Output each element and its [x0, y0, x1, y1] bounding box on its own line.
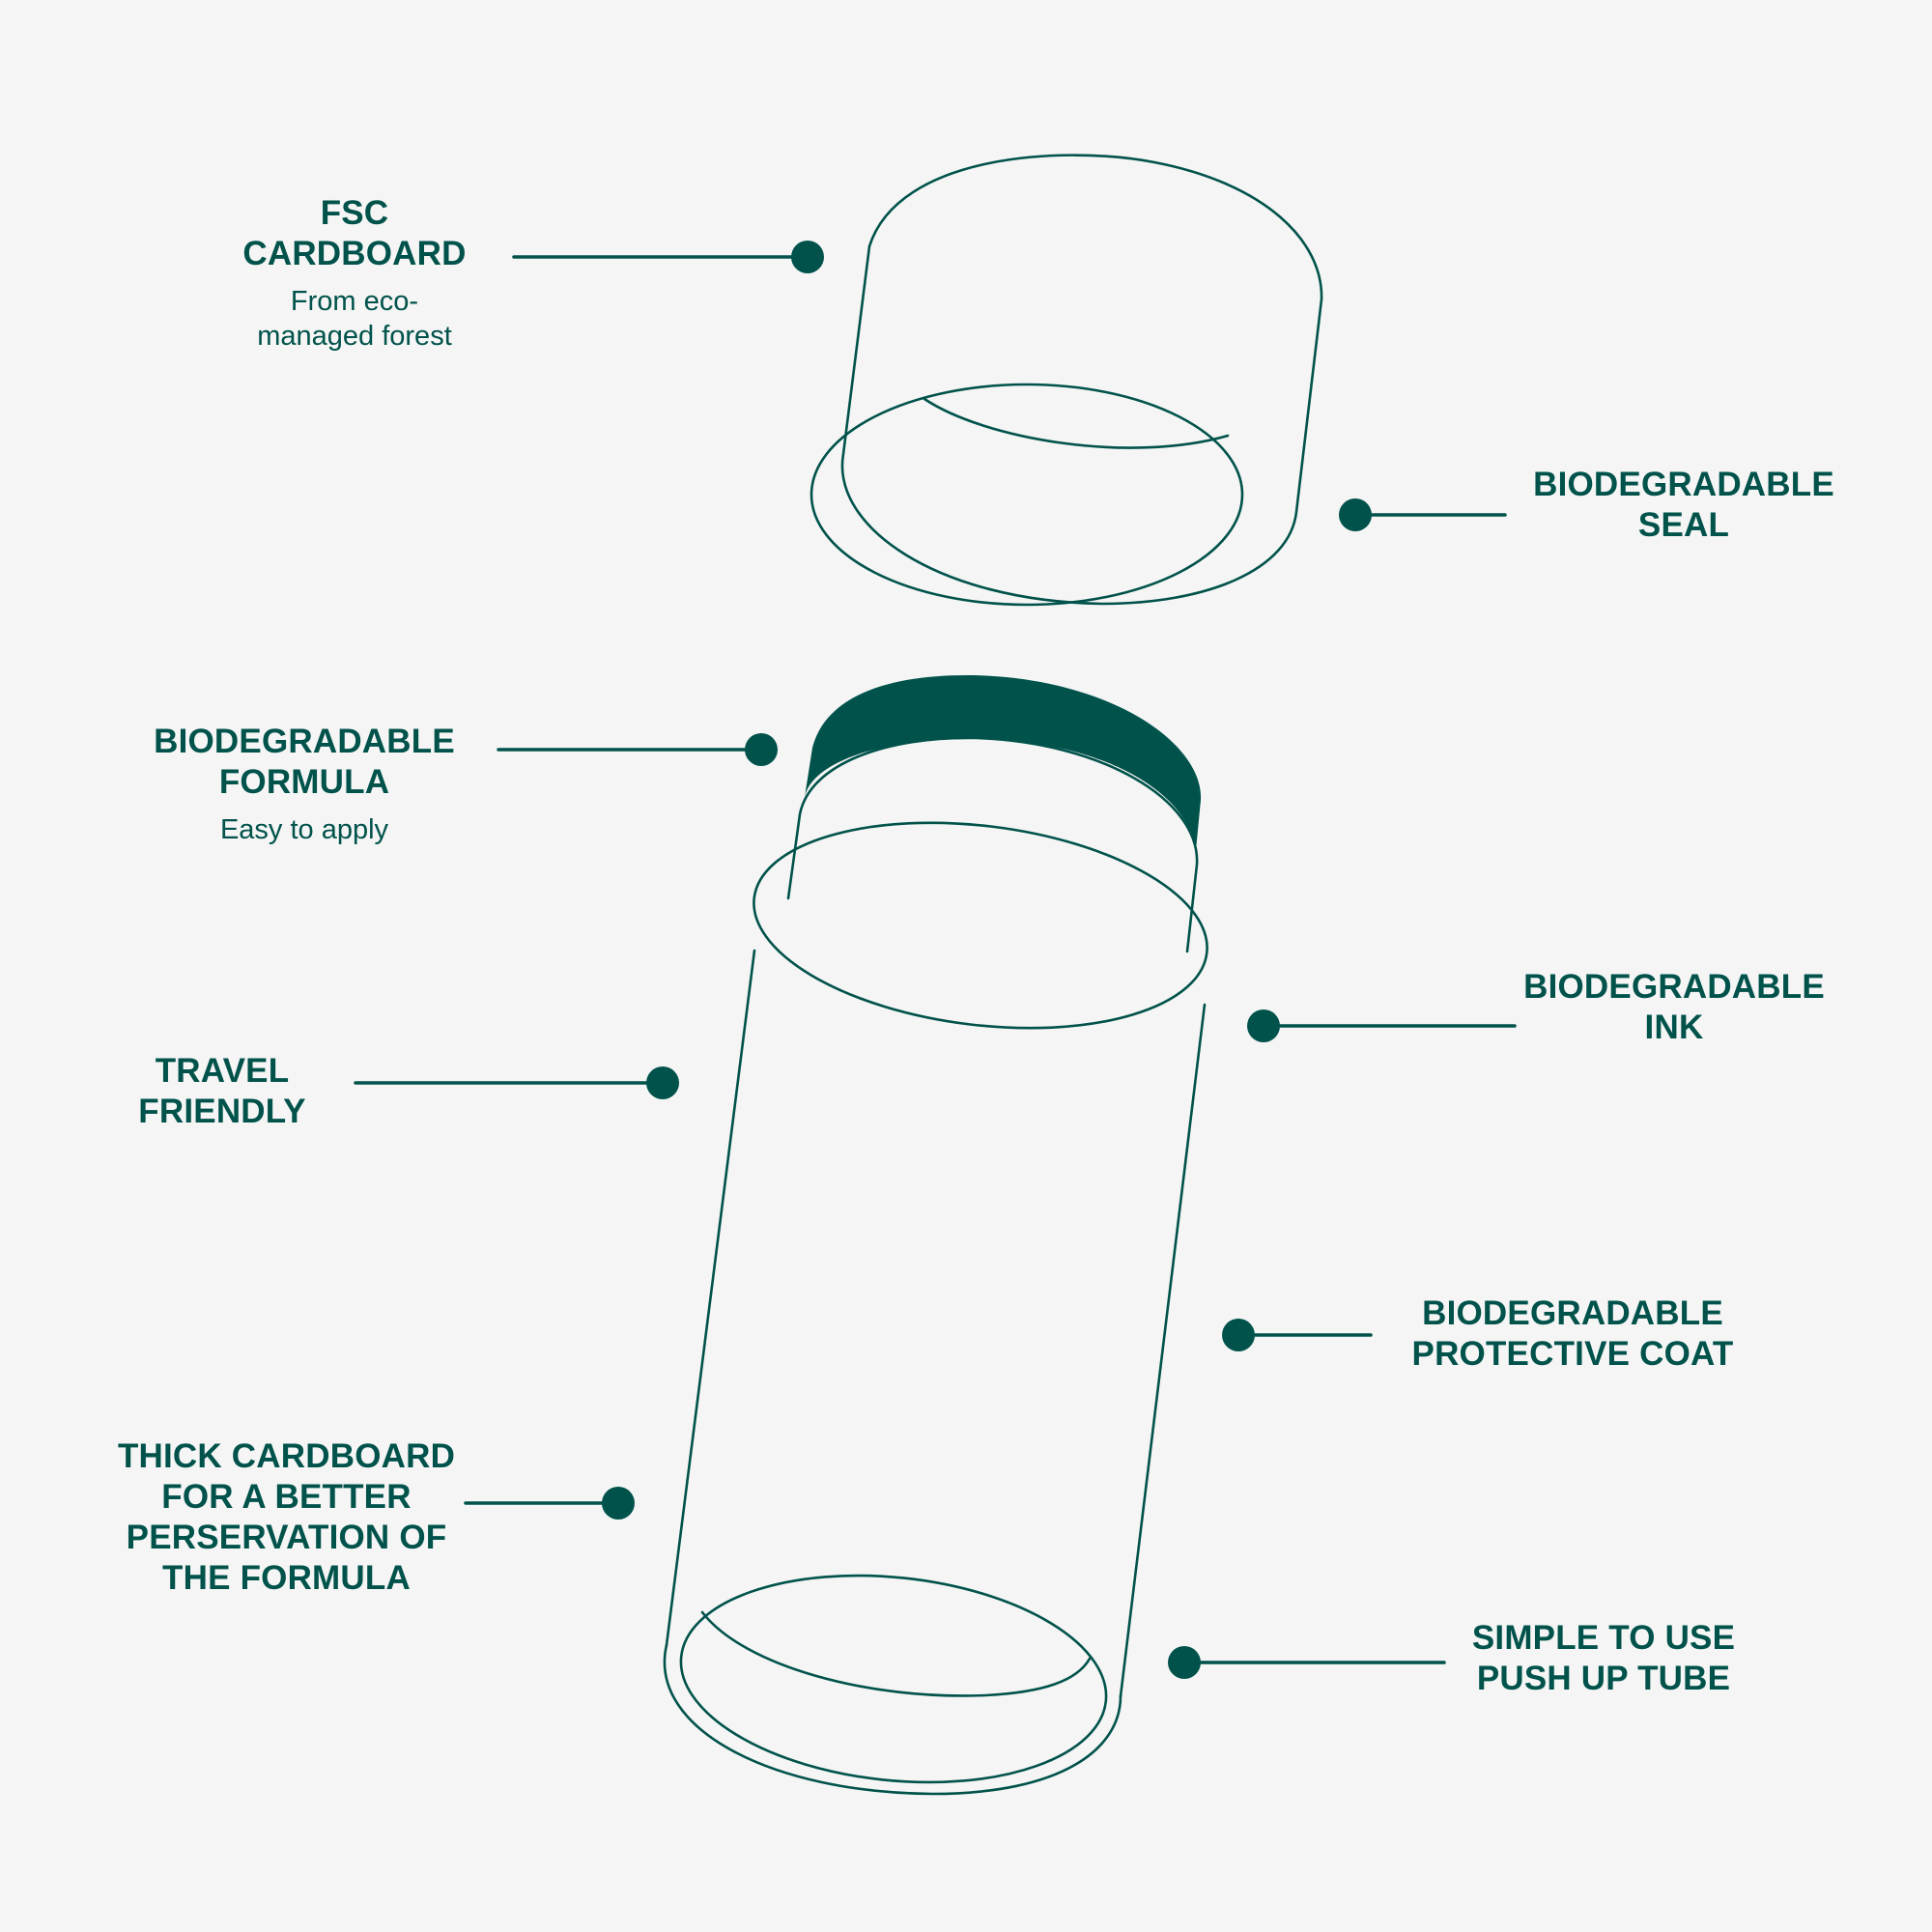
callout-title: BIODEGRADABLE INK [1523, 968, 1825, 1046]
cap-rim-inner [810, 383, 1244, 607]
tube-side-left [665, 949, 756, 1647]
cap-illustration [810, 154, 1323, 607]
callout-thick-cardboard: THICK CARDBOARD FOR A BETTER PERSERVATIO… [97, 1436, 476, 1599]
callout-biodegradable-ink: BIODEGRADABLE INK [1505, 967, 1843, 1048]
dot-thick-cardboard [602, 1487, 635, 1520]
dot-biodegradable-formula [745, 733, 778, 766]
tube-side-right [1119, 1003, 1207, 1698]
callout-biodegradable-formula: BIODEGRADABLE FORMULA Easy to apply [135, 722, 473, 847]
formula-top [805, 674, 1202, 850]
tube-bottom-inner [679, 1574, 1108, 1784]
callout-biodegradable-seal: BIODEGRADABLE SEAL [1515, 465, 1853, 546]
tube-top-ellipse [753, 821, 1208, 1030]
callout-subtitle: From eco- managed forest [257, 286, 452, 352]
tube-body-illustration [663, 821, 1208, 1796]
callout-push-up-tube: SIMPLE TO USE PUSH UP TUBE [1449, 1618, 1758, 1699]
callout-title: SIMPLE TO USE PUSH UP TUBE [1471, 1619, 1736, 1697]
tube-bottom-outer [663, 1643, 1122, 1796]
callout-title: BIODEGRADABLE PROTECTIVE COAT [1411, 1294, 1734, 1373]
callout-title: TRAVEL FRIENDLY [138, 1052, 306, 1130]
callout-travel-friendly: TRAVEL FRIENDLY [116, 1051, 328, 1132]
callout-title: BIODEGRADABLE SEAL [1533, 466, 1834, 544]
formula-stick-outline [786, 736, 1199, 953]
dot-biodegradable-seal [1339, 498, 1372, 531]
dot-travel-friendly [646, 1066, 679, 1099]
dot-protective-coat [1222, 1319, 1255, 1351]
callout-title: BIODEGRADABLE FORMULA [154, 723, 455, 801]
callout-title: FSC CARDBOARD [242, 194, 467, 272]
dot-fsc-cardboard [791, 241, 824, 273]
leader-dots [602, 241, 1372, 1679]
dot-biodegradable-ink [1247, 1009, 1280, 1042]
callout-subtitle: Easy to apply [219, 814, 389, 845]
callout-protective-coat: BIODEGRADABLE PROTECTIVE COAT [1384, 1293, 1761, 1375]
leader-lines [354, 255, 1517, 1664]
formula-illustration [786, 674, 1202, 953]
tube-push-line [700, 1610, 1092, 1697]
callout-fsc-cardboard: FSC CARDBOARD From eco- managed forest [210, 193, 499, 354]
cap-outline [840, 154, 1323, 606]
dot-push-up-tube [1168, 1646, 1201, 1679]
cap-seal-line [923, 397, 1230, 449]
callout-title: THICK CARDBOARD FOR A BETTER PERSERVATIO… [117, 1437, 456, 1597]
